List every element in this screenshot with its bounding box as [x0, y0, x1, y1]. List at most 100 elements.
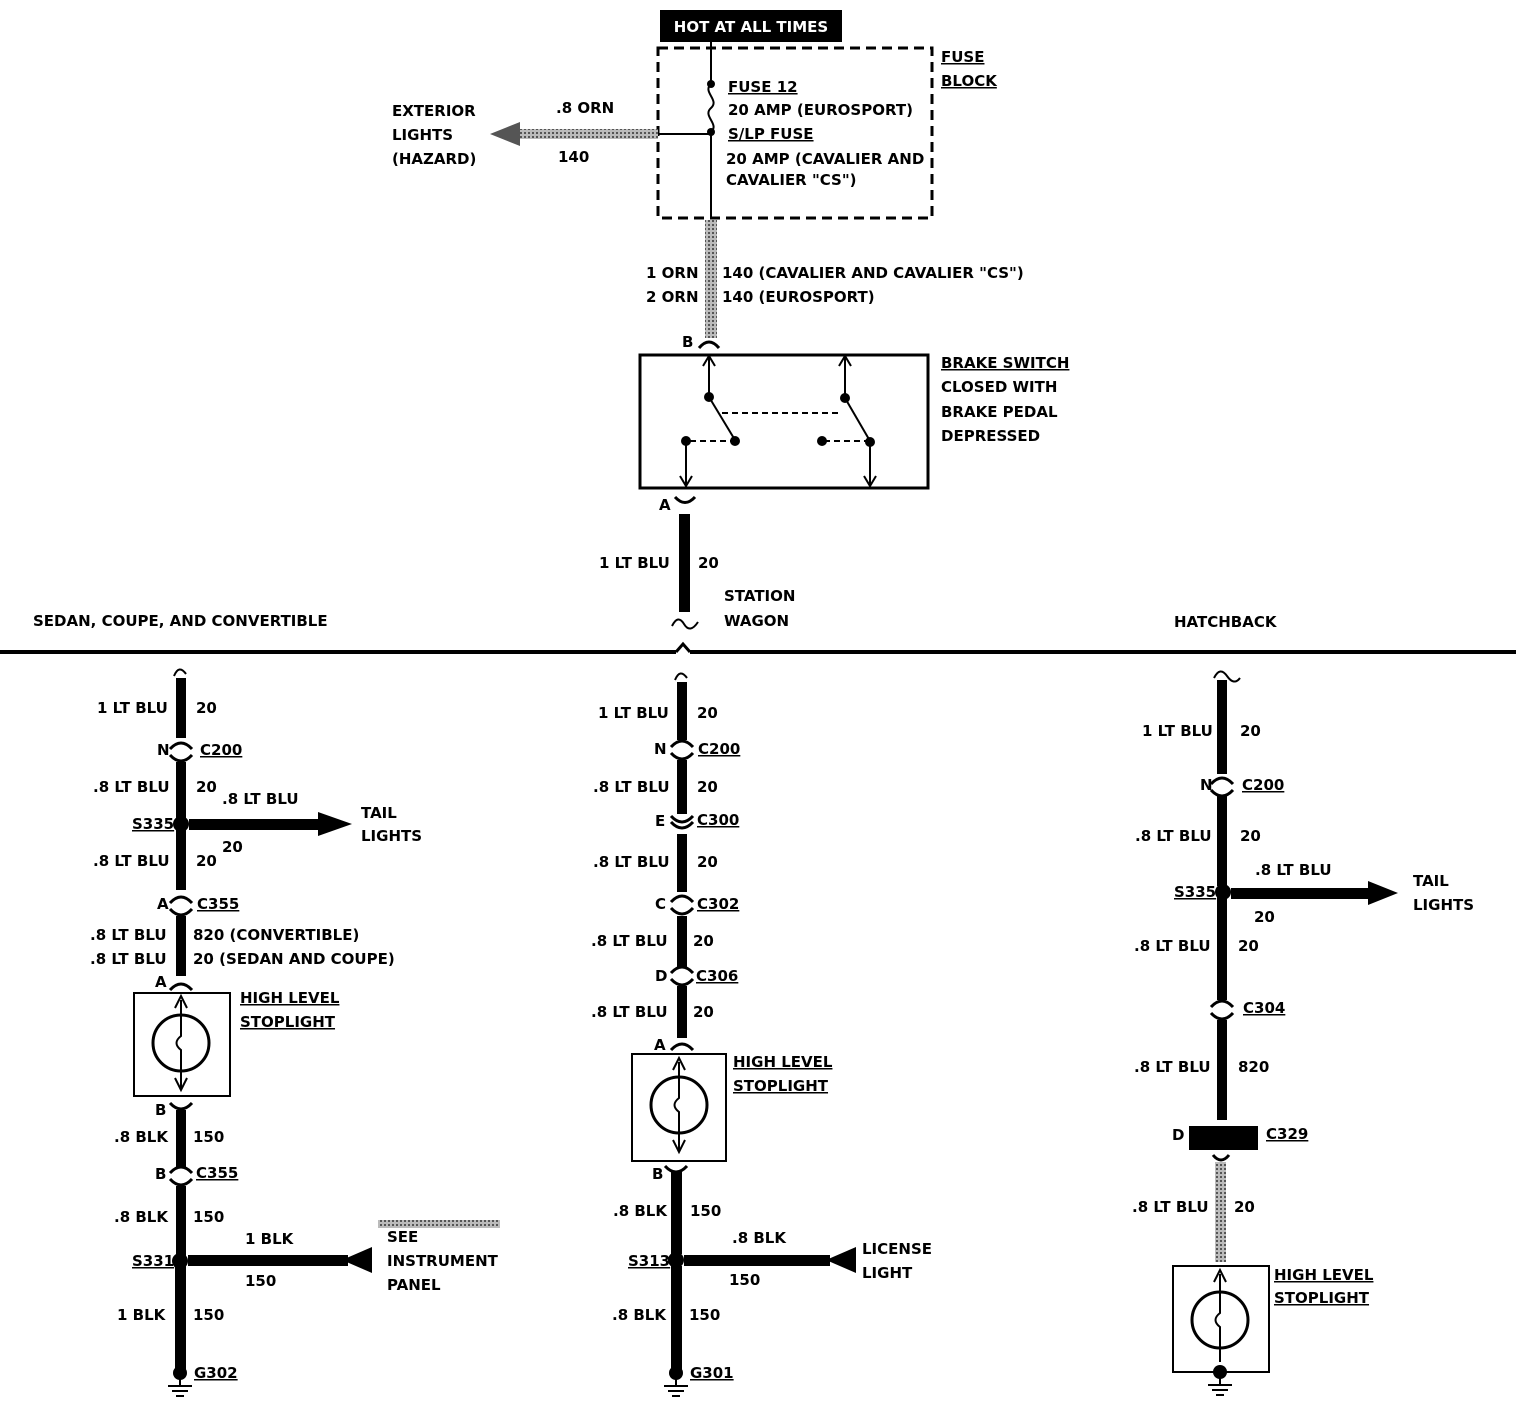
- wagon-wire-3: [677, 834, 687, 892]
- wagon-wire-7: [671, 1266, 682, 1370]
- wagon-c302-connector: [669, 894, 695, 916]
- wagon-c200-label: C200: [698, 740, 740, 758]
- sedan-ip-arrow-icon: [342, 1247, 372, 1273]
- hatch-stoplight-label: HIGH LEVEL: [1274, 1266, 1374, 1284]
- sedan-s331-label: S331: [132, 1252, 174, 1270]
- sedan-wire-3-circuit: 20: [196, 852, 217, 870]
- sedan-c355-label: C355: [197, 895, 239, 913]
- hatch-wire-2-circuit: 20: [1240, 827, 1261, 845]
- hatch-wire-3: [1217, 896, 1227, 1000]
- brake-switch-contact-dots: [681, 392, 875, 447]
- hatch-ground-icon: [1208, 1377, 1232, 1396]
- hatch-wire-1: [1217, 680, 1227, 774]
- wagon-wire-5-color: .8 LT BLU: [591, 1003, 668, 1021]
- sedan-wire-3-color: .8 LT BLU: [93, 852, 170, 870]
- sedan-ip-wire-circuit: 150: [245, 1272, 276, 1290]
- hatch-wire-4-color: .8 LT BLU: [1134, 1058, 1211, 1076]
- sedan-circuit: 1 LT BLU 20 N C200 .8 LT BLU 20 S335 .8 …: [90, 668, 500, 1397]
- wagon-c302-pin: C: [655, 895, 666, 913]
- wagon-wire-3-color: .8 LT BLU: [593, 853, 670, 871]
- sedan-wire-4b-circuit: 20 (SEDAN AND COUPE): [193, 950, 395, 968]
- wagon-license-wire-color: .8 BLK: [732, 1229, 787, 1247]
- wagon-ground-label: G301: [690, 1364, 734, 1382]
- sedan-wire-1: [176, 678, 186, 738]
- brake-switch-desc-2: BRAKE PEDAL: [941, 403, 1058, 421]
- hazard-wire-color: .8 ORN: [556, 99, 614, 117]
- hatchback-section-header: HATCHBACK: [1174, 613, 1278, 631]
- sedan-tail-wire-circuit: 20: [222, 838, 243, 856]
- fuse-12-label: FUSE 12: [728, 78, 798, 96]
- split-symbol: [671, 618, 699, 630]
- wagon-c300-pin: E: [655, 812, 665, 830]
- orn-feed-wire: [705, 220, 717, 338]
- sedan-ip-wire: [188, 1255, 348, 1266]
- sedan-wire-2-color: .8 LT BLU: [93, 778, 170, 796]
- wagon-lamp-connector-a: [669, 1042, 695, 1052]
- wagon-c306-label: C306: [696, 967, 738, 985]
- sedan-s335-label: S335: [132, 815, 174, 833]
- wagon-stoplight-box: [631, 1053, 727, 1162]
- sedan-wire-break: [173, 668, 187, 677]
- sedan-ip-wire-color: 1 BLK: [245, 1230, 295, 1248]
- sedan-section-header: SEDAN, COUPE, AND CONVERTIBLE: [33, 612, 328, 630]
- brake-switch-desc-1: CLOSED WITH: [941, 378, 1057, 396]
- svg-text:HOT AT ALL TIMES: HOT AT ALL TIMES: [674, 18, 828, 36]
- hatch-wire-5-circuit: 20: [1234, 1198, 1255, 1216]
- wagon-c300-connector: [669, 814, 695, 830]
- wagon-s313-splice: [668, 1252, 684, 1268]
- sedan-tail-lights-label-2: LIGHTS: [361, 827, 422, 845]
- wagon-c200-connector: [669, 739, 695, 761]
- wagon-wire-4-circuit: 20: [693, 932, 714, 950]
- hatch-c200-label: C200: [1242, 776, 1284, 794]
- hatch-tail-wire-circuit: 20: [1254, 908, 1275, 926]
- sedan-lamp-pin-a: A: [155, 973, 167, 991]
- wagon-c302-label: C302: [697, 895, 739, 913]
- wagon-s313-label: S313: [628, 1252, 670, 1270]
- hatch-c329-mating: [1211, 1154, 1231, 1162]
- switch-output-circuit: 20: [698, 554, 719, 572]
- sedan-wire-5: [176, 1110, 186, 1168]
- sedan-wire-3: [176, 828, 186, 890]
- hatch-c304-label: C304: [1243, 999, 1285, 1017]
- sedan-wire-5-circuit: 150: [193, 1128, 224, 1146]
- hatch-wire-5: [1215, 1162, 1226, 1262]
- exterior-lights-label-3: (HAZARD): [392, 150, 476, 168]
- hatch-c200-connector: [1209, 776, 1235, 798]
- hazard-wire: [518, 129, 658, 139]
- wagon-wire-4-color: .8 LT BLU: [591, 932, 668, 950]
- section-divider-notch: [674, 641, 692, 653]
- wagon-wire-1: [677, 682, 687, 740]
- hazard-wire-circuit: 140: [558, 148, 589, 166]
- fuse-block-label-2: BLOCK: [941, 72, 998, 90]
- hatch-s335-label: S335: [1174, 883, 1216, 901]
- hatch-wire-break: [1213, 670, 1241, 683]
- sedan-wire-6: [176, 1186, 186, 1256]
- sedan-c355b-connector: [168, 1165, 194, 1187]
- hatch-circuit: 1 LT BLU 20 N C200 .8 LT BLU 20 S335 .8 …: [1132, 670, 1474, 1396]
- slp-fuse-rating-1: 20 AMP (CAVALIER AND: [726, 150, 924, 168]
- wagon-section-header-2: WAGON: [724, 612, 789, 630]
- sedan-wire-4a-color: .8 LT BLU: [90, 926, 167, 944]
- hatch-wire-3-color: .8 LT BLU: [1134, 937, 1211, 955]
- wagon-wire-7-color: .8 BLK: [612, 1306, 667, 1324]
- sedan-wire-6-circuit: 150: [193, 1208, 224, 1226]
- sedan-c355-pin: A: [157, 895, 169, 913]
- switch-output-wire: [679, 514, 690, 612]
- wagon-section-header: STATION: [724, 587, 795, 605]
- slp-fuse-rating-2: CAVALIER "CS"): [726, 171, 857, 189]
- wagon-wire-6: [671, 1172, 682, 1254]
- sedan-c200-pin: N: [157, 741, 170, 759]
- wagon-circuit: 1 LT BLU 20 N C200 .8 LT BLU 20 E C300 .…: [591, 672, 932, 1397]
- hatch-c329-pin: D: [1172, 1126, 1184, 1144]
- sedan-see-label-2: INSTRUMENT: [387, 1252, 499, 1270]
- feed-wire-1: 1 ORN: [646, 264, 699, 282]
- hatch-c304-connector: [1209, 999, 1235, 1021]
- brake-switch-pin-b: B: [682, 333, 693, 351]
- hatch-wire-2-color: .8 LT BLU: [1135, 827, 1212, 845]
- sedan-see-label-3: PANEL: [387, 1276, 441, 1294]
- wagon-wire-2-color: .8 LT BLU: [593, 778, 670, 796]
- hatch-ground-node: [1213, 1365, 1227, 1379]
- sedan-wire-1-color: 1 LT BLU: [97, 699, 168, 717]
- switch-output-wire-color: 1 LT BLU: [599, 554, 670, 572]
- sedan-wire-2-circuit: 20: [196, 778, 217, 796]
